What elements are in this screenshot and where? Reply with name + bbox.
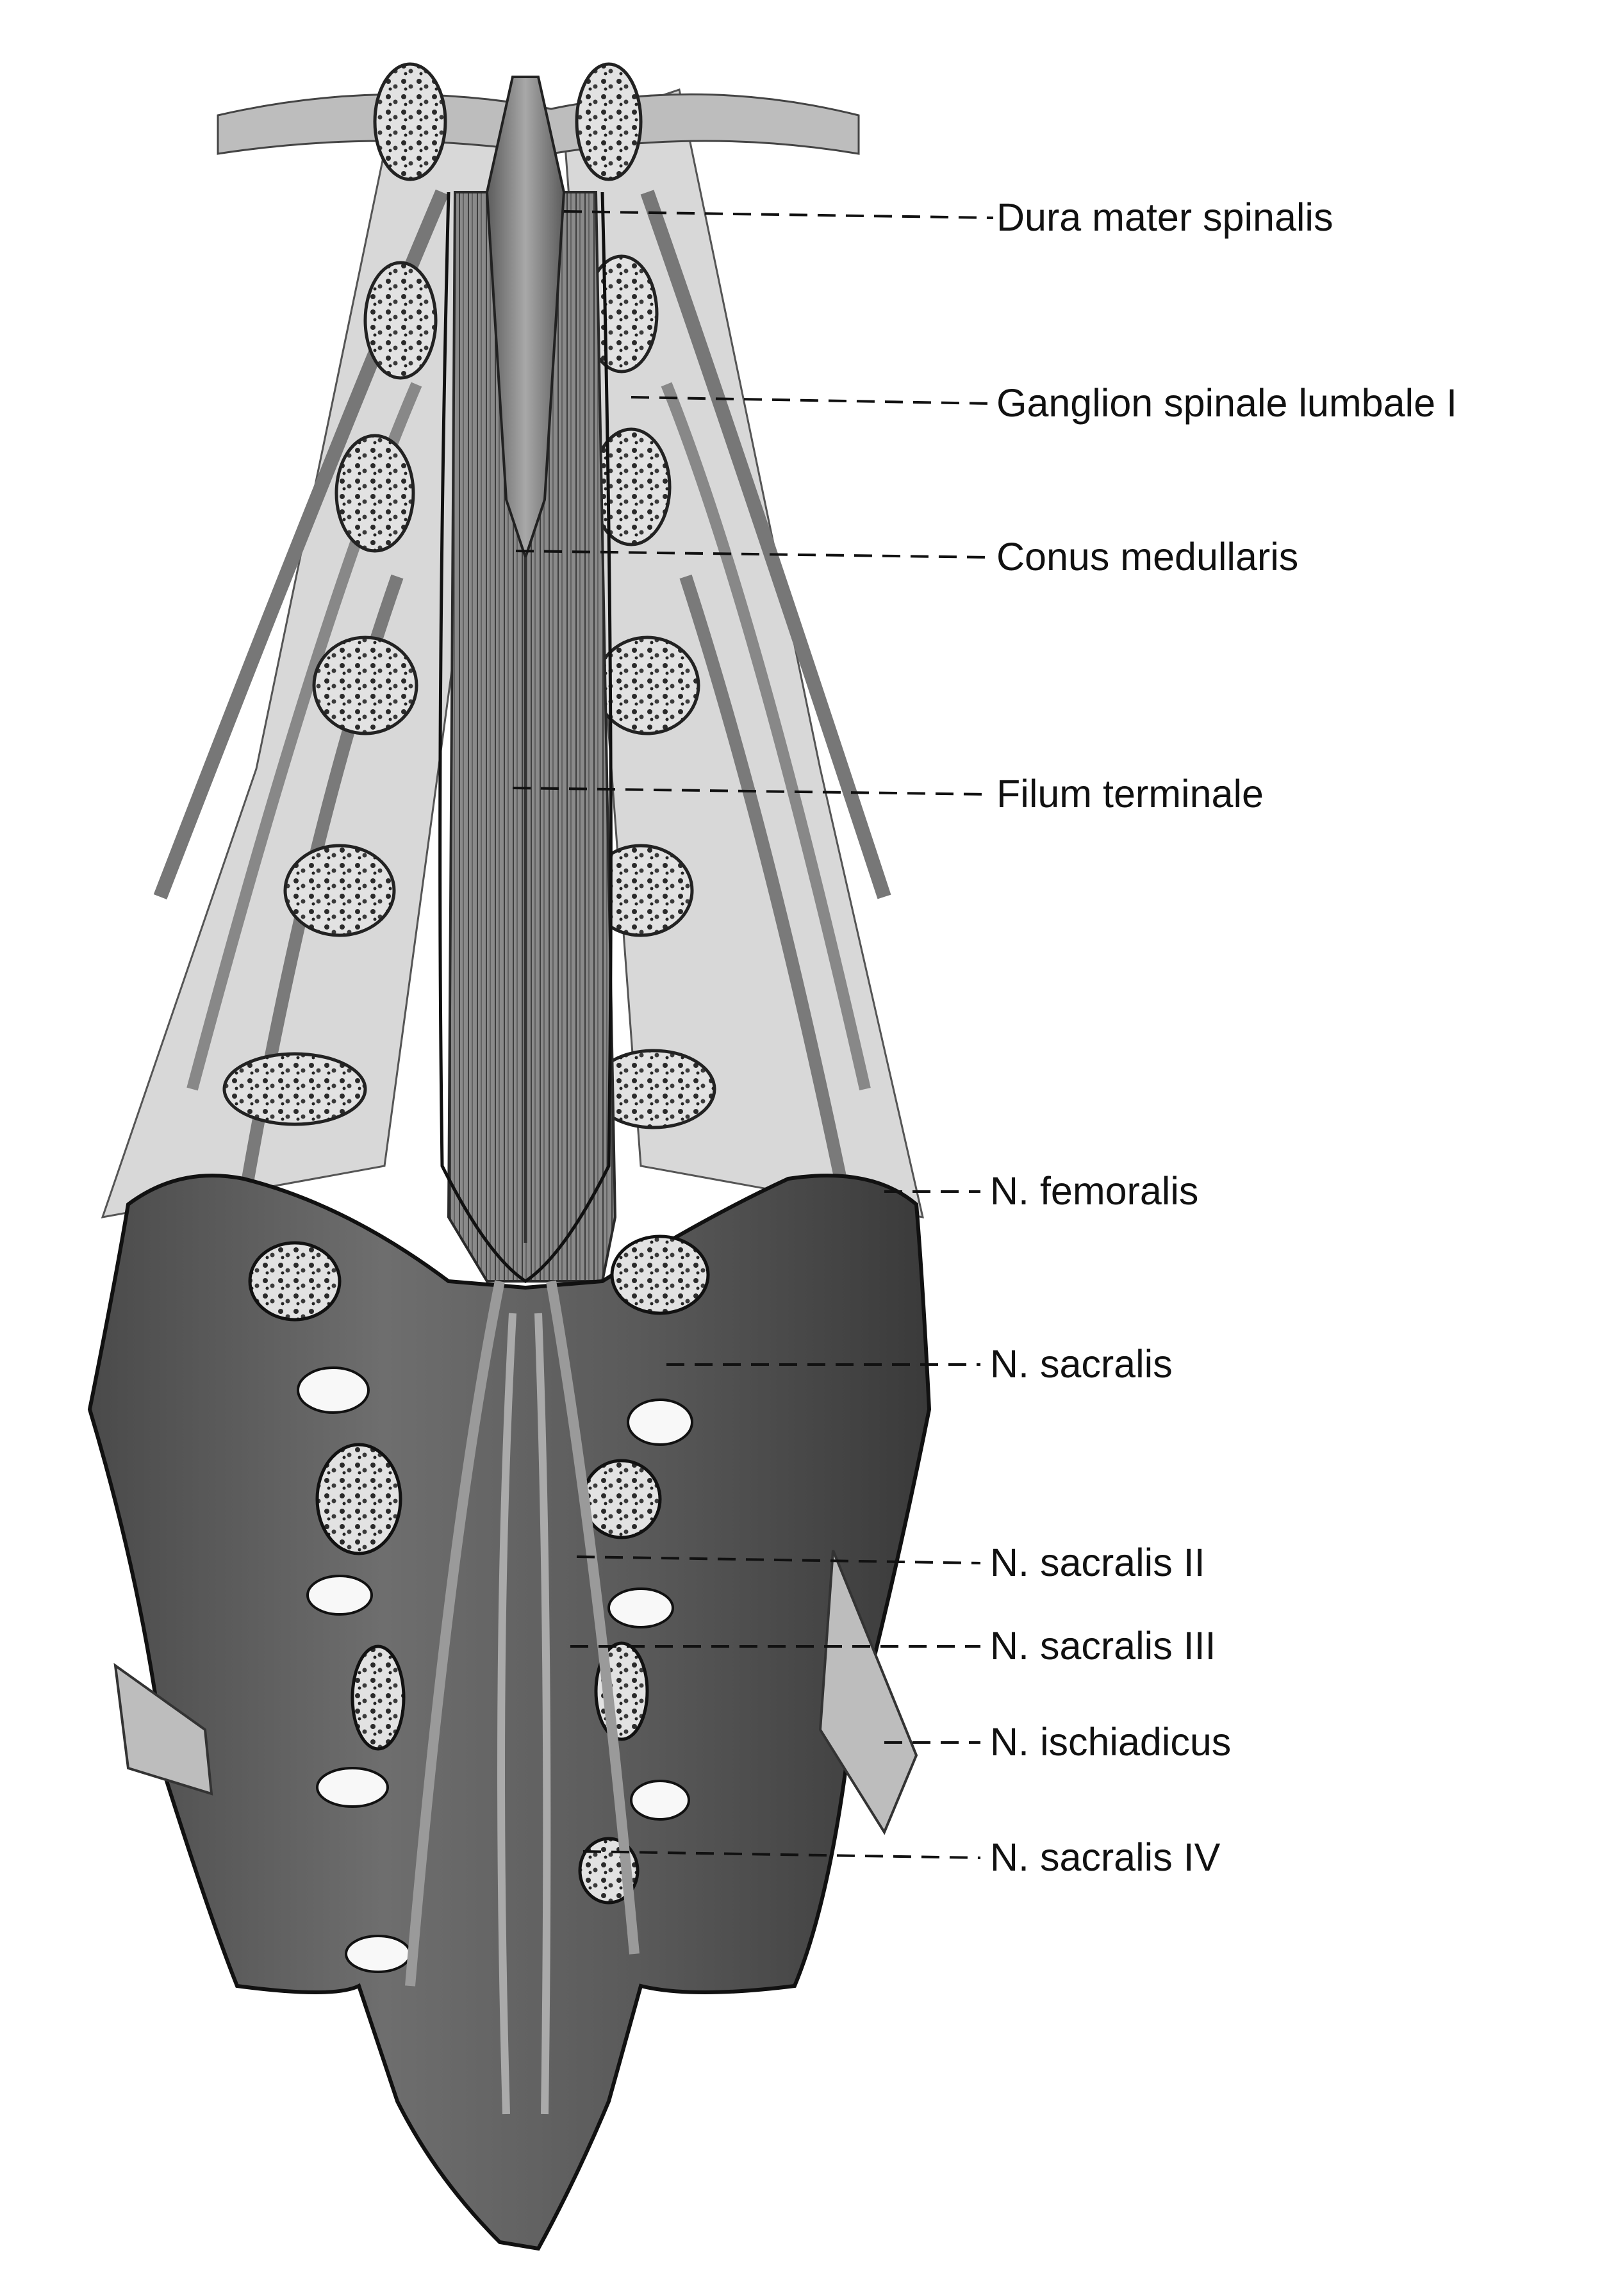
leader-ganglion <box>631 396 991 405</box>
leader-conus <box>515 550 991 559</box>
leader-lines <box>512 210 994 1859</box>
leader-sacralis4 <box>582 1850 981 1859</box>
label-filum-terminale: Filum terminale <box>996 772 1264 816</box>
spinal-cord <box>485 76 566 1243</box>
vertebral-sections-left <box>222 62 447 1126</box>
sacrum <box>87 1174 932 2251</box>
label-conus-medullaris: Conus medullaris <box>996 535 1298 578</box>
label-n-sacralis-ii: N. sacralis II <box>990 1541 1205 1584</box>
label-n-sacralis-iv: N. sacralis IV <box>990 1835 1221 1879</box>
leader-dura <box>563 210 994 219</box>
labels: Dura mater spinalis Ganglion spinale lum… <box>990 195 1457 1879</box>
label-n-femoralis: N. femoralis <box>990 1169 1198 1213</box>
dura-sac <box>438 192 613 1284</box>
label-n-ischiadicus: N. ischiadicus <box>990 1720 1231 1764</box>
label-ganglion-spinale-lumbale: Ganglion spinale lumbale I <box>996 381 1457 425</box>
lumbar-region <box>101 88 924 1218</box>
leader-filum <box>512 787 991 796</box>
leader-sacralis2 <box>576 1555 981 1564</box>
label-n-sacralis-iii: N. sacralis III <box>990 1624 1216 1668</box>
ischiadic-tissue <box>113 1550 918 1835</box>
label-n-sacralis: N. sacralis <box>990 1342 1173 1386</box>
label-dura-mater-spinalis: Dura mater spinalis <box>996 195 1333 239</box>
